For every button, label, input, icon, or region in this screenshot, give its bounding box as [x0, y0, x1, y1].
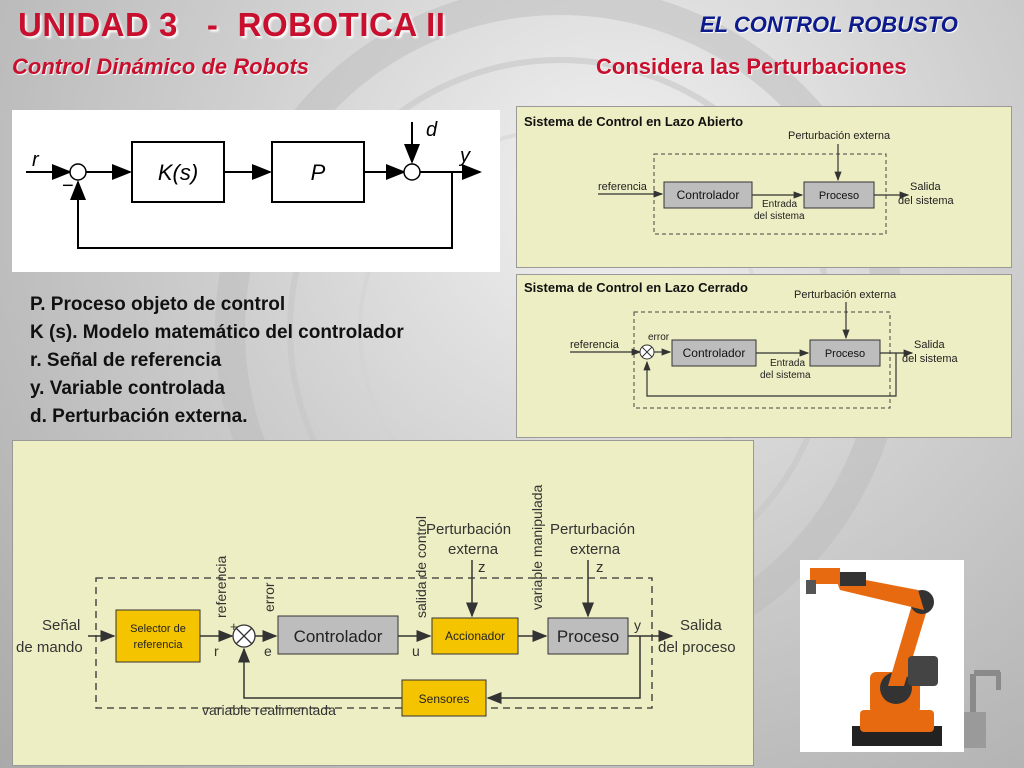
disturbance-1-line2: externa [448, 541, 499, 558]
block-diagram-panel: r − K(s) P d y [12, 110, 500, 272]
e-signal-label: e [264, 643, 272, 659]
closed-loop-controller: Controlador [683, 346, 746, 360]
open-loop-output-2: del sistema [898, 195, 955, 207]
process-label: Proceso [557, 627, 619, 646]
reference-selector-block [115, 609, 201, 663]
page-title: UNIDAD 3 - ROBOTICA II [18, 6, 446, 43]
y-label: y [458, 145, 471, 167]
open-loop-disturbance: Perturbación externa [788, 130, 891, 142]
disturbance-2-line1: Perturbación [550, 521, 635, 538]
legend-item: P. Proceso objeto de control [30, 294, 286, 315]
symbol-legend: P. Proceso objeto de control K (s). Mode… [30, 291, 404, 431]
z2-label: z [596, 559, 604, 576]
y-signal-label: y [634, 617, 641, 633]
feedback-label: variable realimentada [202, 702, 336, 718]
control-output-label: salida de control [413, 516, 429, 618]
manipulated-variable-label: variable manipulada [529, 484, 545, 610]
closed-loop-reference: referencia [570, 339, 620, 351]
actuator-label: Accionador [445, 629, 505, 643]
command-signal-2: de mando [16, 639, 83, 656]
closed-loop-process: Proceso [825, 348, 865, 360]
page-subtitle: Control Dinámico de Robots [12, 54, 309, 79]
legend-item: y. Variable controlada [30, 378, 226, 399]
r-signal-label: r [214, 643, 219, 659]
open-loop-title: Sistema de Control en Lazo Abierto [524, 114, 743, 129]
u-signal-label: u [412, 643, 420, 659]
legend-item: K (s). Modelo matemático del controlador [30, 322, 404, 343]
process-output-1: Salida [680, 617, 722, 634]
plant-block [271, 141, 365, 203]
open-loop-output-1: Salida [910, 181, 941, 193]
open-loop-input-2: del sistema [754, 211, 805, 222]
controller-block [131, 141, 225, 203]
section-title: EL CONTROL ROBUSTO [700, 12, 958, 37]
open-loop-reference: referencia [598, 181, 648, 193]
reference-label: referencia [213, 556, 229, 618]
controller-block [277, 615, 399, 655]
closed-loop-error: error [648, 332, 670, 343]
selector-label-2: referencia [134, 639, 184, 651]
process-output-2: del proceso [658, 639, 736, 656]
d-label: d [426, 119, 438, 141]
closed-loop-output-2: del sistema [902, 353, 959, 365]
r-label: r [32, 149, 40, 171]
z1-label: z [478, 559, 486, 576]
open-loop-controller-block [663, 181, 753, 209]
robot-image [800, 560, 1020, 760]
topic-title: Considera las Perturbaciones [596, 54, 907, 79]
legend-item: d. Perturbación externa. [30, 406, 248, 427]
command-signal-1: Señal [42, 617, 80, 634]
closed-loop-title: Sistema de Control en Lazo Cerrado [524, 280, 748, 295]
disturbance-1-line1: Perturbación [426, 521, 511, 538]
controller-label: Controlador [294, 627, 383, 646]
open-loop-process: Proceso [819, 190, 859, 202]
disturbance-junction [403, 163, 421, 181]
closed-loop-output-1: Salida [914, 339, 945, 351]
open-loop-panel: Sistema de Control en Lazo Abierto Pertu… [516, 106, 1012, 268]
closed-loop-controller-block [671, 339, 757, 367]
legend-item: r. Señal de referencia [30, 350, 222, 371]
disturbance-2-line2: externa [570, 541, 621, 558]
error-label: error [261, 582, 277, 612]
plant-label: P [311, 160, 326, 185]
open-loop-input-1: Entrada [762, 199, 797, 210]
open-loop-controller: Controlador [677, 188, 740, 202]
controller-label: K(s) [158, 160, 198, 185]
closed-loop-input-2: del sistema [760, 370, 811, 381]
closed-loop-disturbance: Perturbación externa [794, 289, 897, 301]
actuator-block [431, 617, 519, 655]
plus-sign: + [230, 619, 238, 634]
closed-loop-input-1: Entrada [770, 358, 805, 369]
sensors-block [401, 679, 487, 717]
sensors-label: Sensores [419, 692, 470, 706]
minus-sign: − [62, 175, 74, 197]
full-loop-panel: Señal de mando Selector de referencia re… [12, 440, 754, 766]
selector-label-1: Selector de [130, 623, 186, 635]
closed-loop-panel: Sistema de Control en Lazo Cerrado Pertu… [516, 274, 1012, 438]
